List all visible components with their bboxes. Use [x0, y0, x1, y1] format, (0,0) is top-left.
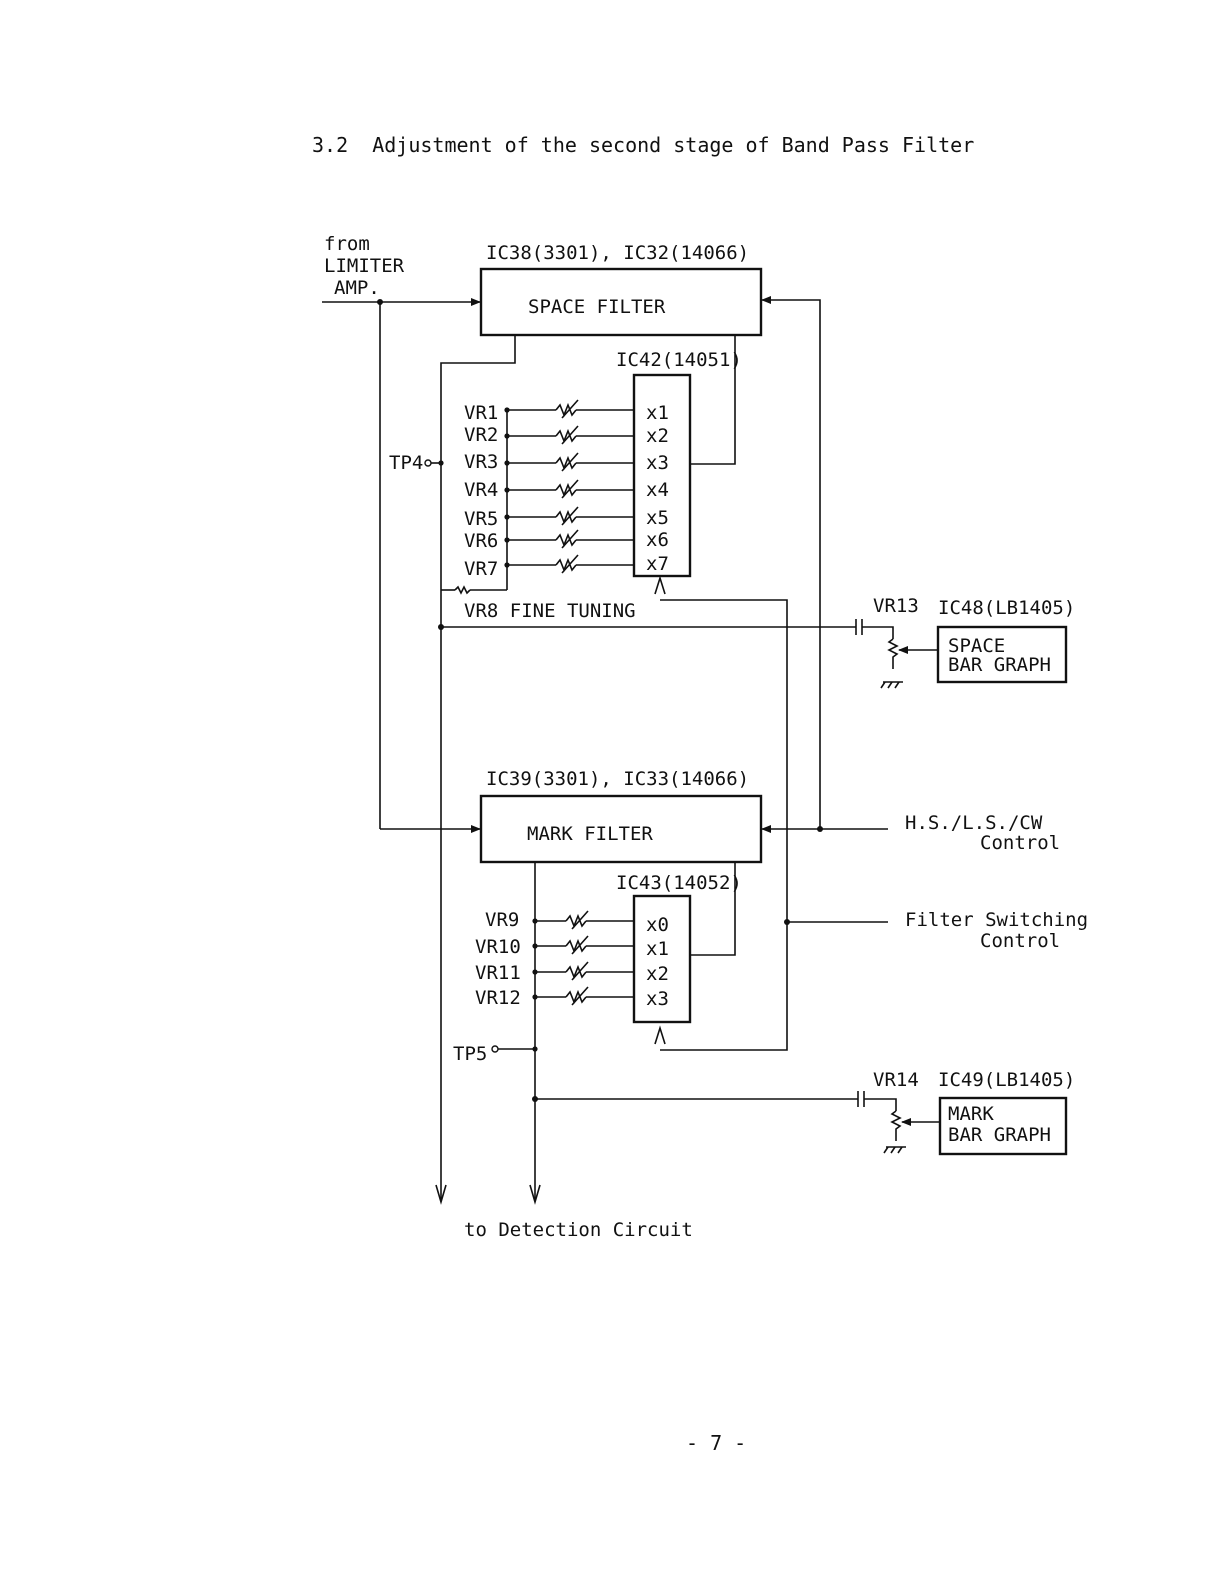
vr13-label: VR13: [873, 595, 919, 617]
vr4-label: VR4: [464, 479, 498, 501]
mux2-input-0: x0: [646, 914, 669, 936]
vr5-label: VR5: [464, 508, 498, 530]
tp5-label: TP5: [453, 1043, 487, 1065]
space-trimmer-network: [441, 399, 634, 595]
mark-filter-ic-label: IC39(3301), IC33(14066): [486, 768, 749, 790]
space-bar-line2: BAR GRAPH: [948, 654, 1051, 676]
mark-bargraph-wiring: [532, 1091, 940, 1154]
output-label: to Detection Circuit: [464, 1219, 693, 1241]
source-label-limiter: LIMITER: [324, 255, 405, 277]
section-heading: 3.2 Adjustment of the second stage of Ba…: [312, 133, 974, 157]
vr8-label: VR8 FINE TUNING: [464, 600, 636, 622]
vr14-label: VR14: [873, 1069, 919, 1091]
page-number: - 7 -: [686, 1431, 746, 1455]
mark-filter-label: MARK FILTER: [527, 823, 653, 845]
space-bar-line1: SPACE: [948, 635, 1005, 657]
mux1-input-5: x6: [646, 529, 669, 551]
mark-bar-line1: MARK: [948, 1103, 994, 1125]
vr9-label: VR9: [485, 909, 519, 931]
vr1-label: VR1: [464, 402, 498, 424]
mark-bar-graph-box: [938, 1096, 1068, 1156]
mux1-input-1: x2: [646, 425, 669, 447]
mux2-feedback: [690, 862, 736, 956]
mux2-input-1: x1: [646, 938, 669, 960]
space-bar-ic-label: IC48(LB1405): [938, 597, 1075, 619]
mark-output-wiring: [529, 862, 541, 1205]
vr11-label: VR11: [475, 962, 521, 984]
vr3-label: VR3: [464, 451, 498, 473]
mark-bar-line2: BAR GRAPH: [948, 1124, 1051, 1146]
tp4-label: TP4: [389, 452, 423, 474]
mux1-input-0: x1: [646, 402, 669, 424]
mux1-box: [632, 373, 692, 578]
mux1-input-4: x5: [646, 507, 669, 529]
tp4-pin: [424, 459, 444, 467]
mark-filter-box: [479, 794, 763, 864]
mark-trimmer-network: [532, 910, 634, 1006]
filter-switching-line1: Filter Switching: [905, 909, 1088, 931]
input-wiring: [322, 298, 481, 833]
filter-switching-line2: Control: [980, 930, 1060, 952]
filter-switching-wiring: [784, 919, 888, 925]
space-bar-graph-box: [936, 625, 1068, 684]
vr12-label: VR12: [475, 987, 521, 1009]
space-filter-box: [479, 267, 763, 337]
hs-control-wiring: [761, 296, 888, 833]
mux2-input-3: x3: [646, 988, 669, 1010]
vr10-label: VR10: [475, 936, 521, 958]
mux1-input-3: x4: [646, 479, 669, 501]
mux2-input-2: x2: [646, 963, 669, 985]
mux1-input-6: x7: [646, 553, 669, 575]
mux1-feedback: [654, 335, 788, 1051]
mux1-ic-label: IC42(14051): [616, 349, 742, 371]
space-filter-label: SPACE FILTER: [528, 296, 666, 318]
source-label-from: from: [324, 233, 370, 255]
space-filter-ic-label: IC38(3301), IC32(14066): [486, 242, 749, 264]
hs-control-line2: Control: [980, 832, 1060, 854]
space-bargraph-wiring: [438, 619, 938, 689]
hs-control-line1: H.S./L.S./CW: [905, 812, 1043, 834]
vr2-label: VR2: [464, 424, 498, 446]
mux2-box: [632, 894, 692, 1024]
mux1-input-2: x3: [646, 452, 669, 474]
space-output-wiring: [435, 335, 516, 1205]
vr7-label: VR7: [464, 558, 498, 580]
vr6-label: VR6: [464, 530, 498, 552]
source-label-amp: AMP.: [334, 277, 380, 299]
tp5-pin: [491, 1045, 538, 1053]
mux2-ic-label: IC43(14052): [616, 872, 742, 894]
mark-bar-ic-label: IC49(LB1405): [938, 1069, 1075, 1091]
